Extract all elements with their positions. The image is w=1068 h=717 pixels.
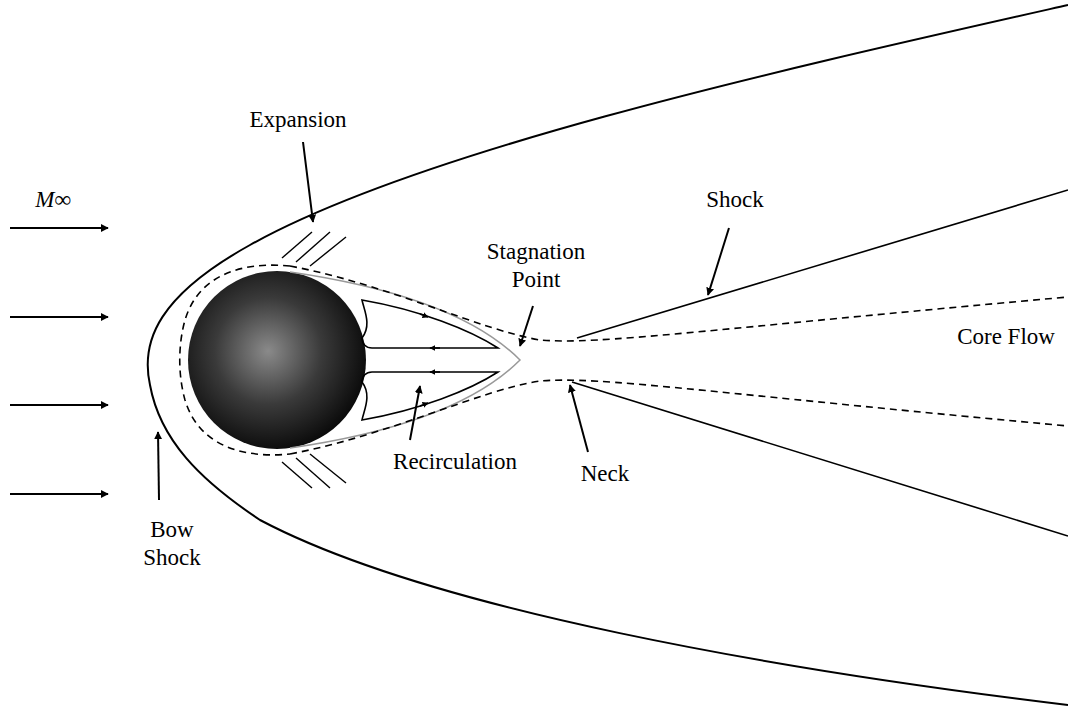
recirculation-label: Recirculation [393,448,517,476]
core-flow-label: Core Flow [957,323,1055,351]
wake-shocks [572,190,1068,536]
expansion-label: Expansion [249,106,346,134]
freestream-mach: M∞ [35,186,71,214]
shear-layer [180,265,1068,455]
freestream-arrows [10,228,108,494]
neck-label: Neck [581,460,630,488]
recirculation-streamlines [362,300,498,420]
recirculation-boundary [290,272,520,448]
expansion-fan [282,232,346,488]
bow-shock [148,5,1068,705]
stagnation-label: Stagnation Point [471,238,601,293]
bow-shock-label: Bow Shock [127,516,217,571]
sphere [188,271,366,449]
shock-label: Shock [706,186,764,214]
leader-arrows [158,142,729,500]
